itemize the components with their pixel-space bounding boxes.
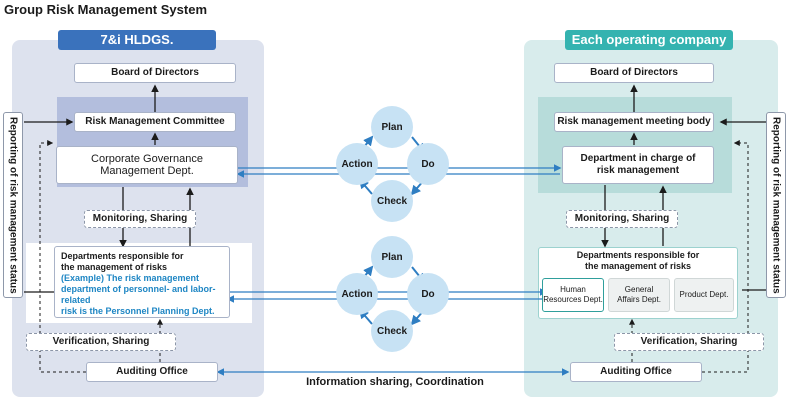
pdca-top-check: Check (371, 180, 413, 222)
info-sharing-label: Information sharing, Coordination (306, 376, 484, 388)
right-meeting-box: Risk management meeting body (554, 112, 714, 132)
right-board-box: Board of Directors (554, 63, 714, 83)
governance-line1: Corporate Governance (91, 153, 203, 165)
left-departments-box: Departments responsible for the manageme… (54, 246, 230, 318)
pdca-top-action: Action (336, 143, 378, 185)
ga-line1: General (624, 285, 654, 294)
right-verification-box: Verification, Sharing (614, 333, 764, 351)
left-reporting-label: Reporting of risk management status (3, 112, 23, 298)
right-auditing-box: Auditing Office (570, 362, 702, 382)
pdca-top-plan: Plan (371, 106, 413, 148)
pdca-bottom-action: Action (336, 273, 378, 315)
right-monitoring-box: Monitoring, Sharing (566, 210, 678, 228)
hr-line1: Human (560, 285, 586, 294)
product-dept-box: Product Dept. (674, 278, 734, 312)
dept-charge-line1: Department in charge of (580, 153, 696, 164)
left-auditing-box: Auditing Office (86, 362, 218, 382)
dept-line1: Departments responsible for (61, 251, 184, 261)
example-line2: department of personnel- and labor-relat… (61, 284, 216, 305)
ga-line2: Affairs Dept. (617, 295, 661, 304)
left-verification-box: Verification, Sharing (26, 333, 176, 351)
right-dept-charge-box: Department in charge of risk management (562, 146, 714, 184)
dept-charge-line2: risk management (596, 165, 680, 176)
dept-line2: the management of risks (61, 262, 168, 272)
ga-dept-box: General Affairs Dept. (608, 278, 670, 312)
example-line3: risk is the Personnel Planning Dept. (61, 306, 215, 316)
page-title: Group Risk Management System (4, 2, 207, 17)
right-dept-line1: Departments responsible for (576, 250, 700, 260)
pdca-top-do: Do (407, 143, 449, 185)
right-reporting-label: Reporting of risk management status (766, 112, 786, 298)
pdca-bottom-do: Do (407, 273, 449, 315)
left-governance-box: Corporate Governance Management Dept. (56, 146, 238, 184)
right-header: Each operating company (565, 30, 733, 50)
left-board-box: Board of Directors (74, 63, 236, 83)
hr-dept-box: Human Resources Dept. (542, 278, 604, 312)
left-committee-box: Risk Management Committee (74, 112, 236, 132)
right-departments-title: Departments responsible for the manageme… (540, 250, 736, 272)
left-header: 7&i HLDGS. (58, 30, 216, 50)
pdca-bottom-check: Check (371, 310, 413, 352)
right-dept-line2: the management of risks (584, 261, 692, 271)
pdca-bottom-plan: Plan (371, 236, 413, 278)
hr-line2: Resources Dept. (543, 295, 603, 304)
left-monitoring-box: Monitoring, Sharing (84, 210, 196, 228)
example-line1: (Example) The risk management (61, 273, 200, 283)
governance-line2: Management Dept. (100, 165, 194, 177)
